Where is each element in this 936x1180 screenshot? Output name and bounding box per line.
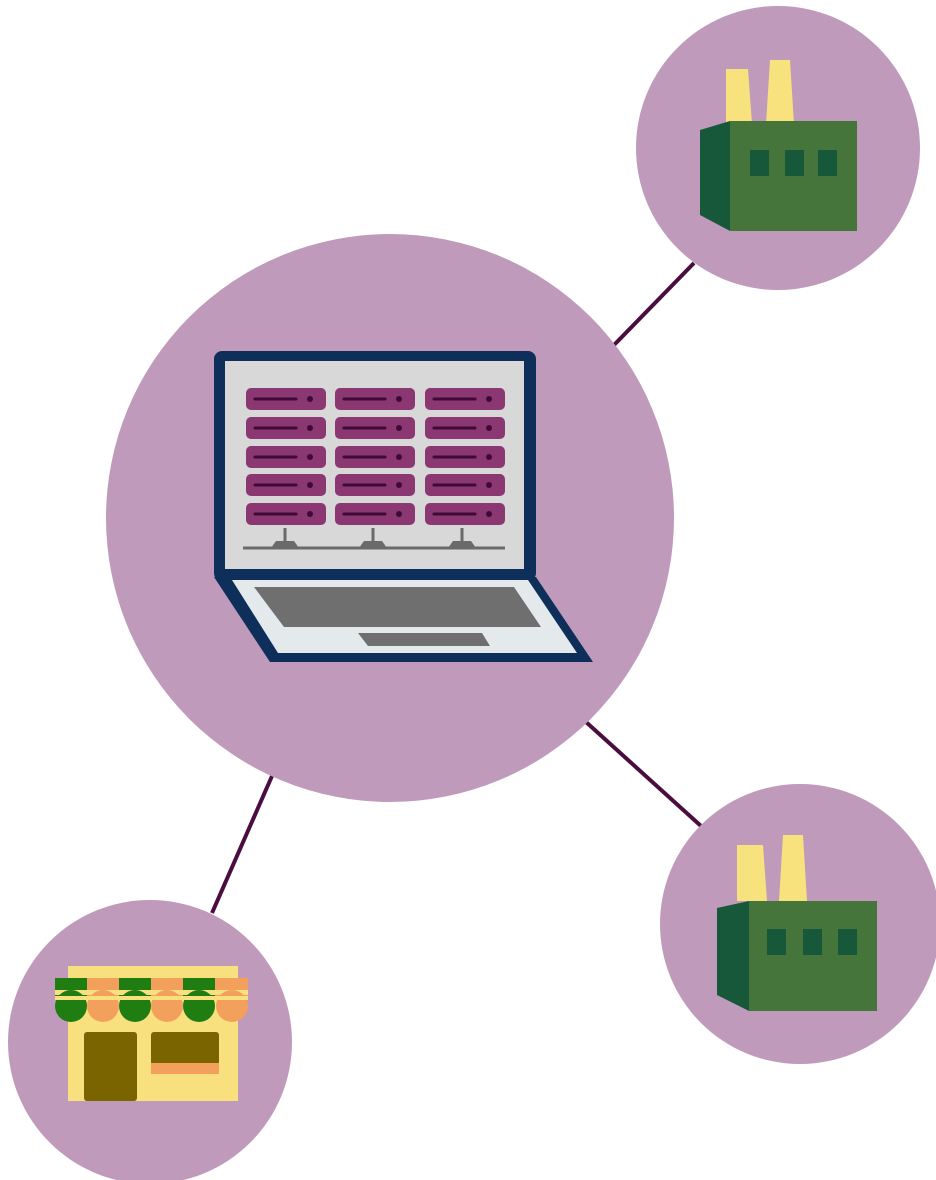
server-unit xyxy=(335,446,415,468)
server-unit xyxy=(246,446,326,468)
server-unit xyxy=(425,474,505,496)
server-unit xyxy=(246,388,326,410)
central-node xyxy=(106,234,674,802)
laptop-touchpad xyxy=(358,633,490,646)
laptop-server-icon xyxy=(214,351,593,662)
server-unit xyxy=(425,417,505,439)
factory-node-bottom xyxy=(660,784,936,1064)
server-unit xyxy=(425,446,505,468)
server-unit xyxy=(335,474,415,496)
server-unit xyxy=(246,503,326,525)
server-unit xyxy=(246,474,326,496)
server-unit xyxy=(425,503,505,525)
store-window xyxy=(151,1032,219,1065)
factory-icon xyxy=(717,835,877,1011)
connector-central-to-factory-top xyxy=(612,261,696,347)
factory-icon xyxy=(700,60,857,231)
server-unit xyxy=(335,503,415,525)
connector-central-to-factory-bottom xyxy=(584,720,703,828)
connector-central-to-store xyxy=(210,775,274,914)
store-icon xyxy=(55,966,248,1101)
server-unit xyxy=(425,388,505,410)
server-unit xyxy=(246,417,326,439)
store-door xyxy=(84,1032,137,1101)
server-unit xyxy=(335,417,415,439)
network-bus xyxy=(243,528,505,550)
store-node xyxy=(8,900,292,1180)
server-rack-grid xyxy=(246,388,505,525)
factory-node-top xyxy=(636,6,920,290)
laptop-keyboard xyxy=(254,587,541,627)
store-window-sill xyxy=(151,1063,219,1074)
server-unit xyxy=(335,388,415,410)
